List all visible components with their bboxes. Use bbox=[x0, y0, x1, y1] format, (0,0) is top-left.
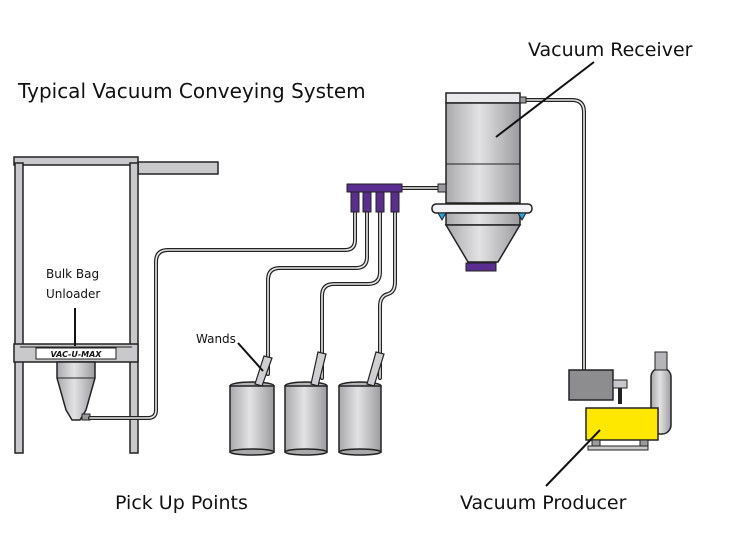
label-bulk-bag: Bulk Bag bbox=[46, 267, 99, 281]
label-wands: Wands bbox=[196, 332, 236, 346]
wands bbox=[254, 351, 385, 387]
label-vacuum-receiver: Vacuum Receiver bbox=[528, 39, 693, 61]
label-pick-up-points: Pick Up Points bbox=[115, 492, 248, 514]
bulk-bag-unloader: VAC-U-MAX bbox=[13, 156, 219, 454]
pick-up-containers bbox=[229, 381, 382, 456]
diagram-title: Typical Vacuum Conveying System bbox=[17, 79, 366, 103]
vac-u-max-plate: VAC-U-MAX bbox=[51, 350, 103, 359]
vacuum-producer bbox=[568, 351, 672, 451]
producer-pointer bbox=[545, 429, 601, 487]
label-vacuum-producer: Vacuum Producer bbox=[460, 492, 627, 514]
label-unloader: Unloader bbox=[46, 287, 100, 301]
manifold bbox=[346, 183, 403, 213]
wands-pointer bbox=[237, 342, 264, 372]
vacuum-receiver bbox=[431, 92, 533, 272]
receiver-pointer bbox=[495, 61, 595, 138]
